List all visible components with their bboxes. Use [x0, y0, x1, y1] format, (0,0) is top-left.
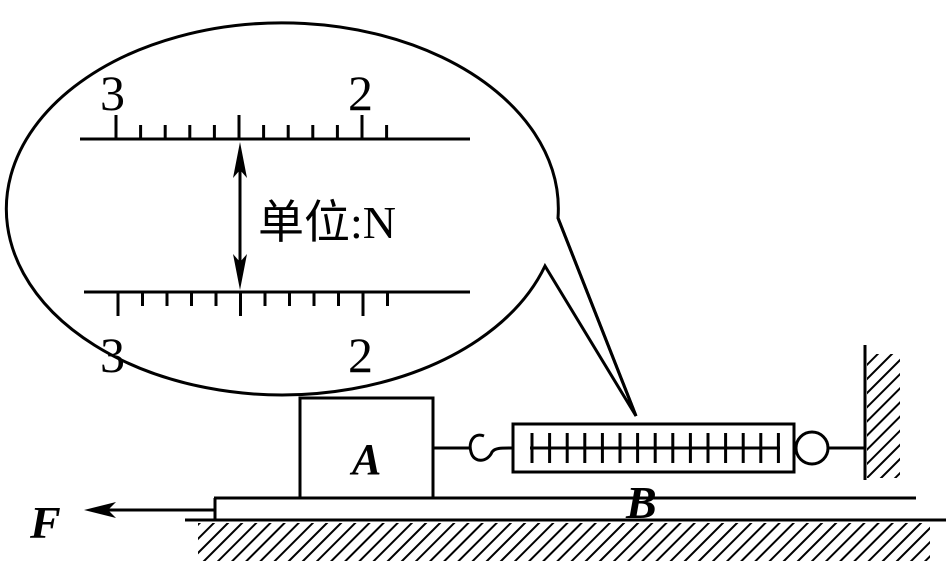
bottom-label-2: 2 — [348, 327, 373, 383]
unit-label: 单位:N — [258, 197, 396, 248]
wall — [863, 345, 900, 480]
spring-scale — [511, 422, 796, 474]
hook — [433, 433, 513, 462]
scale-ring — [794, 430, 830, 466]
top-ruler — [80, 115, 470, 141]
force-label: F — [29, 497, 61, 548]
top-label-3: 3 — [100, 65, 125, 121]
bottom-label-3: 3 — [100, 327, 125, 383]
top-label-2: 2 — [348, 65, 373, 121]
board-b — [213, 496, 916, 520]
ground — [185, 518, 946, 561]
bottom-ruler — [84, 290, 470, 316]
magnifier-callout — [4, 21, 638, 417]
force-arrow — [84, 502, 215, 518]
double-arrow-icon — [233, 142, 247, 290]
block-a-label: A — [349, 435, 381, 484]
